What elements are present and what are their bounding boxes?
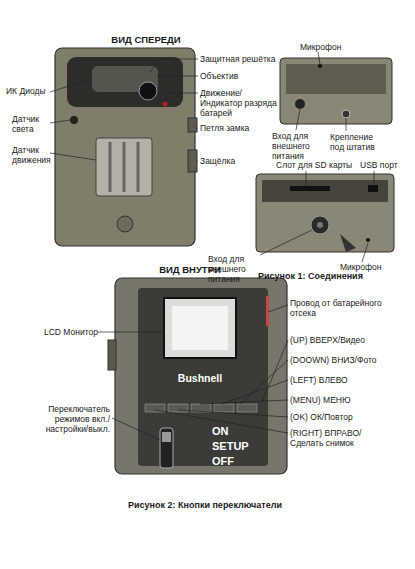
part-label: Провод от батарейного отсека (290, 298, 405, 318)
control-panel (138, 288, 268, 466)
leader-lines (50, 59, 198, 161)
camera-inside (115, 278, 287, 474)
part-label: ИК Диоды (6, 86, 51, 96)
camera-body (55, 48, 195, 246)
part-label: Защёлка (200, 156, 260, 166)
led (163, 102, 168, 107)
mode-switch (160, 428, 173, 468)
button-label: (OK) ОК/Повтор (290, 412, 405, 422)
button-label: (MENU) МЕНЮ (290, 395, 405, 405)
switch-position: OFF (212, 455, 272, 468)
buttons (145, 404, 257, 412)
leader-lines (260, 171, 374, 262)
leader-lines (296, 52, 346, 131)
lock-loop (188, 118, 197, 132)
part-label: Крепление под штатив (330, 132, 388, 152)
part-label: LCD Монитор (44, 327, 104, 337)
light-sensor (70, 116, 78, 124)
mic-hole (318, 64, 322, 68)
rubber-cap (340, 234, 356, 252)
detail-top (286, 64, 386, 94)
figure-caption: Рисунок 1: Соединения (258, 271, 408, 282)
detail-photo (256, 174, 394, 252)
part-label: Объектив (200, 71, 280, 81)
lcd-screen (172, 306, 228, 350)
switch-position: ON (212, 425, 272, 438)
power-jack (295, 99, 305, 109)
sd-slot (290, 186, 330, 191)
battery-wire (266, 296, 269, 326)
view-title: ВИД СПЕРЕДИ (96, 34, 196, 46)
switch-position: SETUP (212, 440, 272, 453)
part-label: Петля замка (200, 123, 270, 133)
switch-knob (162, 432, 171, 442)
mic-hole (366, 238, 370, 242)
button-label: (LEFT) ВЛЕВО (290, 375, 405, 385)
view-title: ВИД ВНУТРИ (140, 264, 240, 276)
brand-logo: Bushnell (165, 372, 235, 385)
lcd-monitor (164, 298, 236, 358)
usb-port (368, 185, 378, 192)
tripod-mount (342, 110, 350, 118)
figure-caption: Рисунок 2: Кнопки переключатели (120, 500, 290, 511)
jack-pin (317, 222, 323, 228)
part-label: Переключатель режимов вкл./настройки/вык… (24, 404, 110, 434)
part-label: Микрофон (300, 42, 360, 52)
hinge (108, 340, 116, 370)
detail-photo (280, 58, 392, 124)
bottom-knob (117, 216, 133, 232)
part-label: Защитная решётка (200, 54, 285, 64)
part-label: Датчик света (12, 114, 52, 134)
part-label: USB порт (360, 160, 410, 170)
part-label: Движение/Индикатор разряда батарей (200, 88, 282, 118)
part-label: Слот для SD карты (276, 160, 356, 170)
port-strip (262, 180, 388, 202)
sensor-ribs (110, 142, 138, 192)
leader-lines (98, 305, 288, 440)
latch (188, 150, 197, 172)
button-label: (UP) ВВЕРХ/Видео (290, 335, 405, 345)
power-jack (311, 216, 329, 234)
button-label: (RIGHT) ВПРАВО/ Сделать снимок (290, 428, 368, 448)
part-label: Микрофон (340, 262, 400, 272)
part-label: Вход для внешнего питания (272, 131, 324, 161)
part-label: Датчик движения (12, 145, 52, 165)
lens (139, 82, 157, 100)
button-label: (DOOWN) ВНИЗ/Фото (290, 355, 405, 365)
motion-sensor (96, 138, 152, 196)
